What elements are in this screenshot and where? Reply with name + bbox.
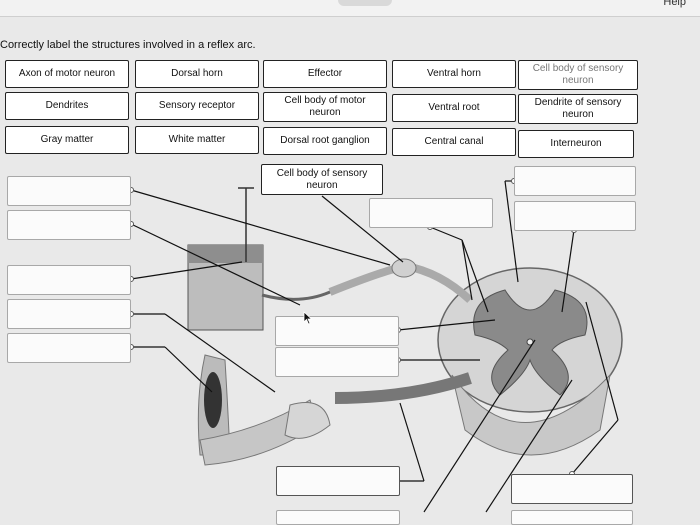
drop-target-7[interactable] [514, 166, 636, 196]
label-dendrite-of-sensory-neuron[interactable]: Dendrite of sensory neuron [518, 94, 638, 124]
label-effector[interactable]: Effector [263, 60, 387, 88]
toolbar-tab[interactable] [338, 0, 392, 6]
label-cell-body-of-sensory-neuron[interactable]: Cell body of sensory neuron [518, 60, 638, 90]
label-white-matter[interactable]: White matter [135, 126, 259, 154]
label-sensory-receptor[interactable]: Sensory receptor [135, 92, 259, 120]
label-ventral-horn[interactable]: Ventral horn [392, 60, 516, 88]
drop-target-3[interactable] [7, 265, 131, 295]
label-dorsal-root-ganglion[interactable]: Dorsal root ganglion [263, 127, 387, 155]
spinal-cord-lower [451, 373, 611, 456]
drop-target-8[interactable] [514, 201, 636, 231]
label-axon-of-motor-neuron[interactable]: Axon of motor neuron [5, 60, 129, 88]
ventral-root [334, 372, 472, 404]
drop-target-12[interactable] [511, 474, 633, 504]
drop-target-14[interactable] [511, 510, 633, 525]
label-gray-matter[interactable]: Gray matter [5, 126, 129, 154]
hand [284, 402, 331, 439]
label-interneuron[interactable]: Interneuron [518, 130, 634, 158]
drop-target-11[interactable] [276, 466, 400, 496]
biceps-muscle [204, 372, 222, 428]
help-link[interactable]: Help [663, 0, 686, 8]
label-dorsal-horn[interactable]: Dorsal horn [135, 60, 259, 88]
top-toolbar: Help [0, 0, 700, 17]
leader-lines [130, 180, 619, 513]
label-central-canal[interactable]: Central canal [392, 128, 516, 156]
drop-target-4[interactable] [7, 299, 131, 329]
label-ventral-root[interactable]: Ventral root [392, 94, 516, 122]
question-instructions: Correctly label the structures involved … [0, 39, 256, 51]
drop-target-1[interactable] [7, 176, 131, 206]
dorsal-root-ganglion-shape [391, 258, 417, 278]
drop-target-13[interactable] [276, 510, 400, 525]
drop-target-2[interactable] [7, 210, 131, 240]
sensory-fiber [261, 290, 331, 301]
label-dendrites[interactable]: Dendrites [5, 92, 129, 120]
drop-target-10[interactable] [275, 347, 399, 377]
label-cell-body-of-motor-neuron[interactable]: Cell body of motor neuron [263, 92, 387, 122]
mouse-cursor-icon [303, 311, 313, 325]
skin-epidermis [188, 245, 263, 263]
drop-target-5[interactable] [7, 333, 131, 363]
drop-target-9[interactable] [275, 316, 399, 346]
placed-label-cell-body-of-sensory-neuron[interactable]: Cell body of sensory neuron [261, 164, 383, 195]
drop-target-6[interactable] [369, 198, 493, 228]
